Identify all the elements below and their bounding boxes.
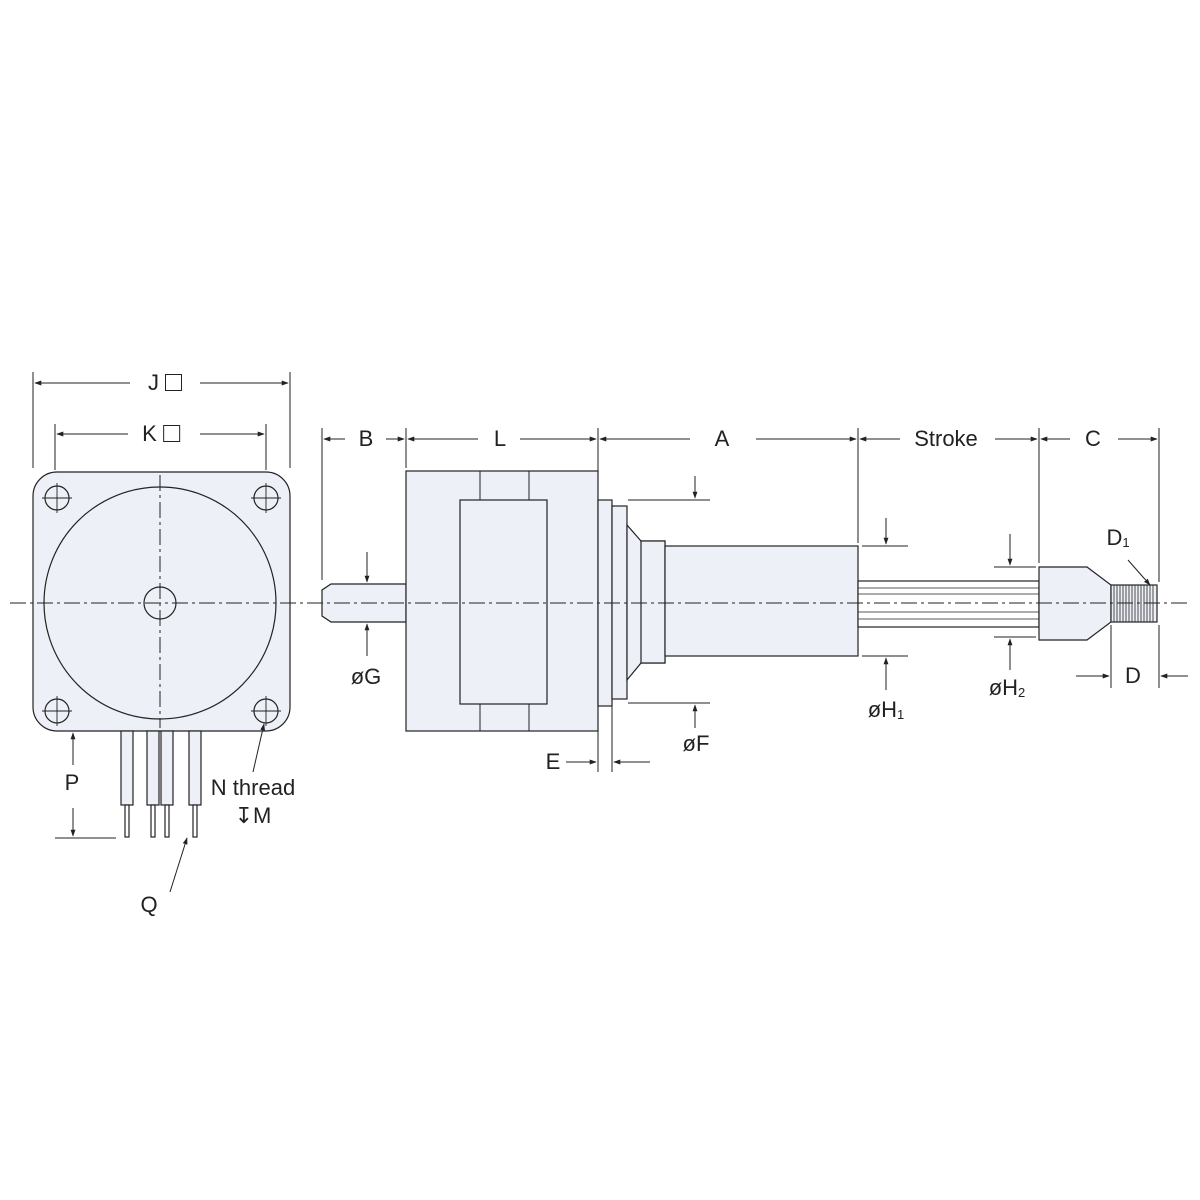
dim-text-J: J	[148, 370, 159, 395]
dim-label-A: A	[714, 426, 730, 451]
dim-sub-H1: 1	[897, 707, 905, 722]
front-view	[32, 471, 291, 838]
square-icon	[165, 374, 182, 391]
dim-label-E: E	[545, 749, 561, 774]
dim-label-G: øG	[350, 664, 382, 689]
side-view	[321, 470, 1158, 732]
dim-text-H1: øH	[867, 697, 898, 722]
center-lines	[10, 475, 1190, 728]
cylinder	[664, 545, 859, 657]
dim-label-H2: øH2	[988, 675, 1026, 700]
dim-label-Q: Q	[140, 892, 158, 917]
dim-label-D1: D1	[1106, 525, 1130, 550]
dim-label-M: ↧M	[234, 803, 272, 828]
dim-label-N-thread: N thread	[210, 775, 296, 800]
dim-text-H2: øH	[988, 675, 1019, 700]
dim-label-D: D	[1125, 663, 1141, 688]
body-window	[459, 499, 548, 705]
front-collar-4	[640, 540, 666, 664]
dim-sub-H2: 2	[1018, 685, 1026, 700]
dim-label-H1: øH1	[867, 697, 905, 722]
square-icon	[162, 425, 180, 442]
dim-text-D1: D	[1106, 525, 1123, 550]
dim-text-K: K	[142, 421, 157, 446]
dim-label-F: øF	[682, 731, 710, 756]
dim-sub-D1: 1	[1122, 535, 1130, 550]
dimension-lines	[32, 372, 1188, 893]
dim-label-B: B	[358, 426, 374, 451]
dim-label-C: C	[1085, 426, 1101, 451]
front-wires	[120, 730, 202, 838]
dim-label-P: P	[64, 770, 80, 795]
dim-label-K: K	[142, 423, 180, 445]
dim-label-L: L	[493, 426, 507, 451]
dim-label-J: J	[148, 372, 182, 394]
dim-label-stroke: Stroke	[914, 426, 978, 451]
